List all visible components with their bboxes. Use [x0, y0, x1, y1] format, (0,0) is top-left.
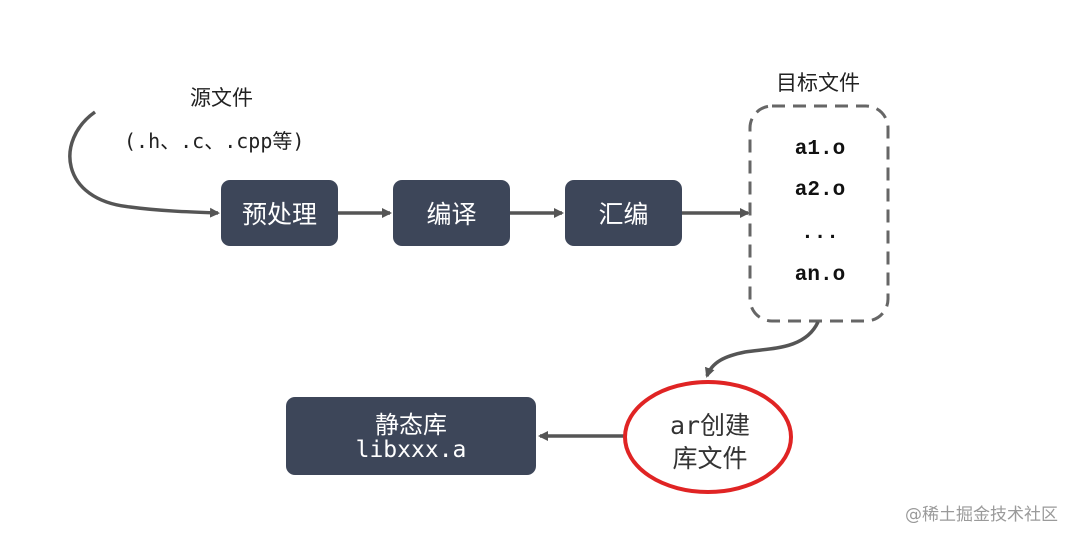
target-files-dashed-box [748, 104, 890, 323]
static-library-title: 静态库 [375, 411, 447, 439]
object-file-ellipsis: ... [801, 222, 839, 245]
static-library-name: libxxx.a [355, 437, 467, 463]
ar-create-text: 创建 [700, 411, 751, 440]
watermark: @稀土掘金技术社区 [905, 505, 1058, 525]
arrow-target-to-ar [704, 321, 820, 378]
arrow-source-to-preprocess [68, 110, 220, 218]
source-subtitle: (.h、.c、.cpp等) [124, 129, 305, 153]
ar-create-label: ar创建 [630, 406, 790, 442]
static-library-box: 静态库 libxxx.a [286, 397, 536, 475]
object-file: a2.o [794, 179, 846, 202]
ar-library-file-label: 库文件 [672, 444, 748, 473]
source-title: 源文件 [190, 86, 253, 110]
object-file: an.o [794, 264, 846, 287]
ar-highlight-circle [623, 380, 793, 494]
object-file: a1.o [794, 138, 846, 161]
preprocess-step: 预处理 [221, 180, 338, 246]
assemble-step: 汇编 [565, 180, 682, 246]
ar-command: ar [669, 411, 701, 440]
compile-step: 编译 [393, 180, 510, 246]
target-title: 目标文件 [776, 71, 860, 95]
